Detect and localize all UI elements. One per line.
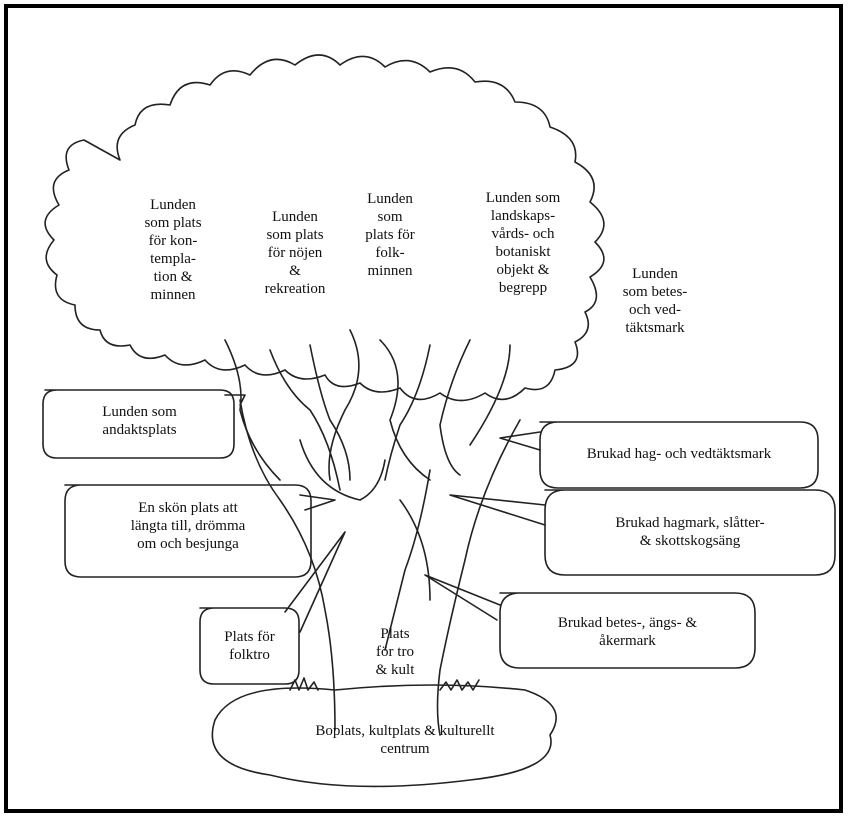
callout-hagmark-text: Brukad hagmark, slåtter- & skottskogsäng [615,515,765,549]
callout-skon-plats [64,484,312,578]
callout-hag-text: Brukad hag- och vedtäktsmark [586,446,772,462]
callout-hag [539,421,819,489]
label-nojen: Lunden som plats för nöjen & rekreation [264,209,326,297]
canopy-outline [44,54,605,402]
root-mound [211,684,557,788]
callout-folktro-text: Plats för folktro [224,629,275,663]
label-betesmark: Lunden som betes- och ved- täktsmark [622,266,688,336]
label-kontemplation: Lunden som plats för kon- templa- tion &… [144,197,202,303]
label-landskapsvard: Lunden som landskaps- vårds- och botanis… [485,190,561,296]
diagram-frame [4,4,843,813]
callout-skon-plats-text: En skön plats att längta till, drömma om… [130,500,246,552]
callout-hagmark [544,489,836,576]
root-label: Boplats, kultplats & kulturellt centrum [315,723,495,757]
trunk-label: Plats för tro & kult [375,626,415,678]
callout-folktro [199,607,300,685]
trunk-outline [239,399,336,731]
callout-betes-text: Brukad betes-, ängs- & åkermark [557,615,698,649]
label-folkminnen: Lunden som plats för folk- minnen [365,191,415,279]
branch [224,339,281,481]
callout-andaktsplats-text: Lunden som andaktsplats [102,404,177,438]
callout-betes [499,592,756,669]
callout-andaktsplats [42,389,235,459]
